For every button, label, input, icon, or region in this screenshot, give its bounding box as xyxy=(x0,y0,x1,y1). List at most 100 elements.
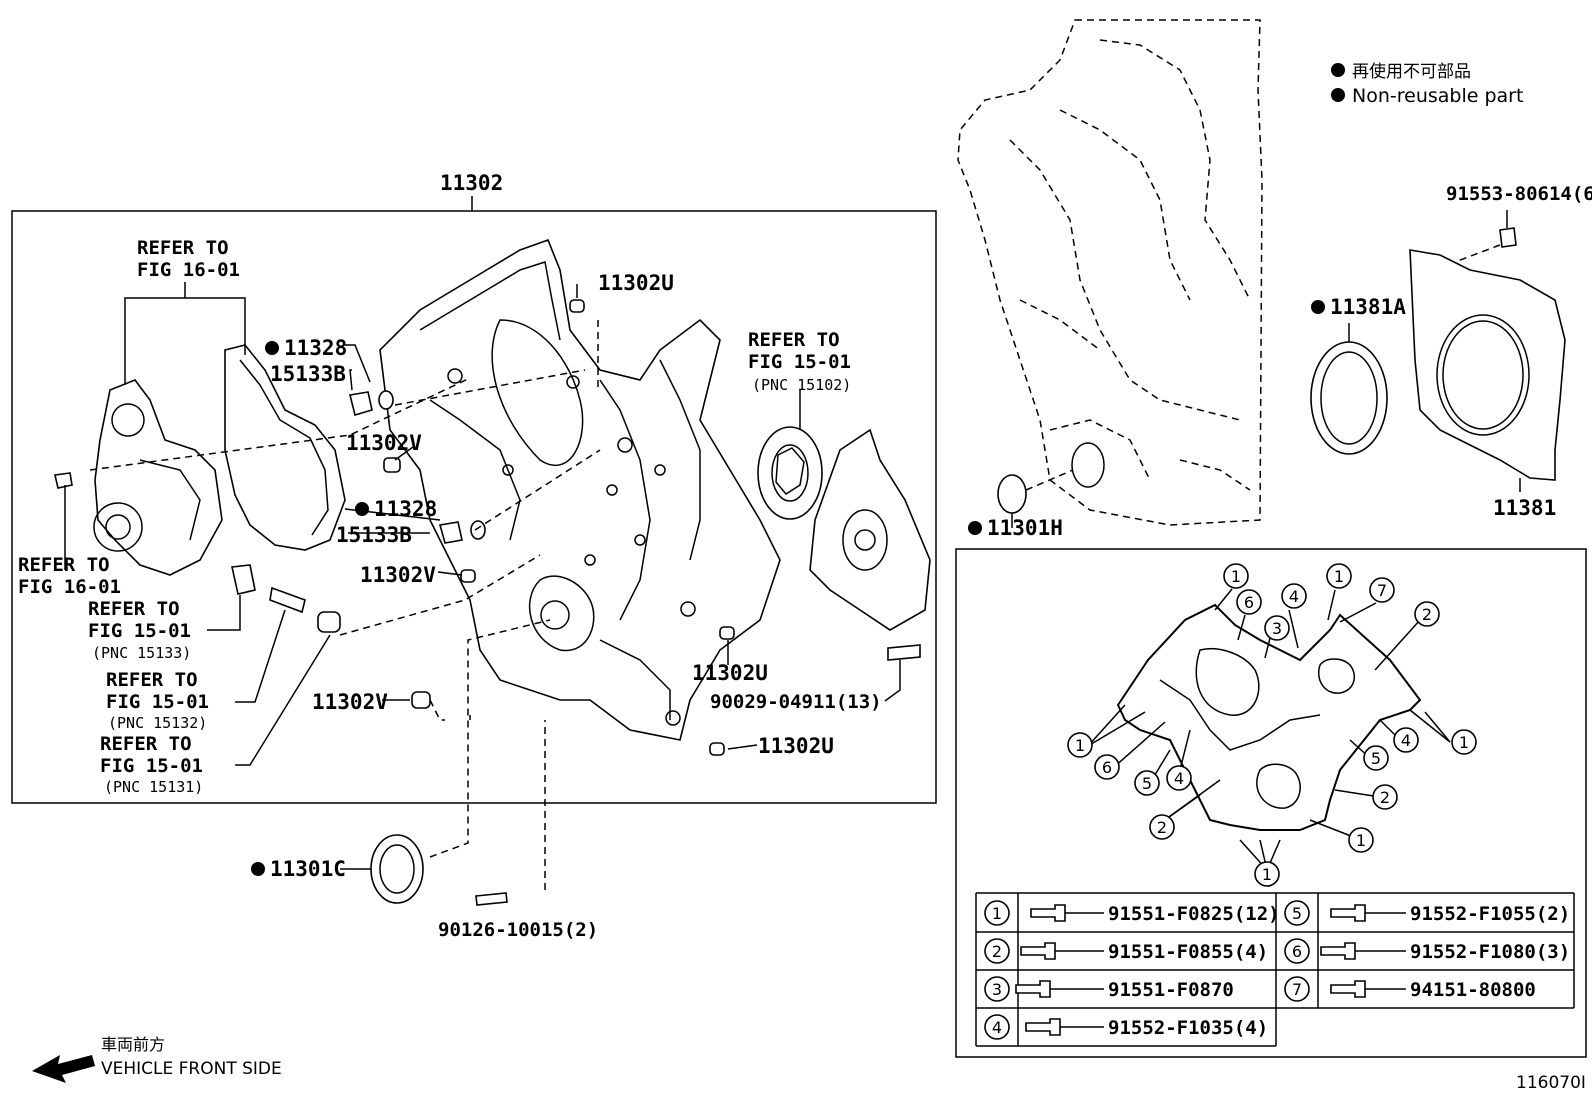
part-label: 11302U xyxy=(692,661,768,685)
callout-4: 4 xyxy=(1281,583,1307,609)
part-label: 11328 xyxy=(374,497,437,521)
part-label: 11302V xyxy=(346,431,422,455)
refer-label: FIG 15-01 xyxy=(100,755,203,777)
refer-label: REFER TO xyxy=(18,554,110,576)
refer-label: REFER TO xyxy=(748,329,840,351)
svg-text:1: 1 xyxy=(1231,567,1241,586)
bolt-part-number: 91551-F0855(4) xyxy=(1108,941,1268,963)
bolt-number: 2 xyxy=(992,942,1002,961)
callout-5: 5 xyxy=(1363,745,1389,771)
bolt-part-number: 91552-F1080(3) xyxy=(1410,941,1570,963)
lower-parts: 11301C 90126-10015(2) xyxy=(251,834,598,941)
pnc-label: (PNC 15102) xyxy=(752,376,851,394)
bolt-row-6: 6 91552-F1080(3) xyxy=(1284,938,1570,964)
part-label: 11381 xyxy=(1493,496,1556,520)
bolt-number-circle xyxy=(1284,976,1310,1002)
bolt-number: 3 xyxy=(992,980,1002,999)
svg-text:2: 2 xyxy=(1157,818,1167,837)
refer-label: REFER TO xyxy=(88,598,180,620)
bolt-number-circle xyxy=(984,976,1010,1002)
non-reusable-dot-icon xyxy=(1331,88,1345,102)
small-parts xyxy=(54,299,921,756)
callout-circles: 1 6 3 4 1 7 2 1 1 4 5 6 5 4 2 2 1 1 xyxy=(1067,563,1477,887)
part-label: 11302U xyxy=(598,271,674,295)
bolt-table xyxy=(975,892,1575,1047)
callout-1: 1 xyxy=(1254,861,1280,887)
callout-6: 6 xyxy=(1094,754,1120,780)
part-label: 11301H xyxy=(987,516,1063,540)
oil-pump-drawing xyxy=(757,426,823,520)
non-reusable-dot-icon xyxy=(355,502,369,516)
bolt-icon xyxy=(1330,904,1366,922)
callout-1: 1 xyxy=(1223,563,1249,589)
part-label: 15133B xyxy=(270,362,346,386)
bolt-icon xyxy=(1330,980,1366,998)
bolt-row-3: 3 91551-F0870 xyxy=(984,976,1234,1002)
bolt-part-number: 91551-F0870 xyxy=(1108,979,1234,1001)
bolt-part-number: 94151-80800 xyxy=(1410,979,1536,1001)
svg-text:4: 4 xyxy=(1174,769,1184,788)
bolt-number: 5 xyxy=(1292,904,1302,923)
callout-3: 3 xyxy=(1264,615,1290,641)
engine-block-drawing: 11301H xyxy=(957,19,1263,540)
part-label: 11302V xyxy=(312,690,388,714)
svg-text:6: 6 xyxy=(1244,593,1254,612)
svg-text:5: 5 xyxy=(1371,749,1381,768)
callout-4: 4 xyxy=(1393,727,1419,753)
svg-text:3: 3 xyxy=(1272,619,1282,638)
part-label: 91553-80614(6) xyxy=(1446,183,1592,205)
legend: 再使用不可部品 Non-reusable part xyxy=(1331,61,1523,107)
non-reusable-dot-icon xyxy=(265,341,279,355)
bolt-icon xyxy=(1015,980,1051,998)
callout-2: 2 xyxy=(1414,601,1440,627)
svg-text:1: 1 xyxy=(1459,733,1469,752)
callout-2: 2 xyxy=(1149,814,1175,840)
pnc-label: (PNC 15133) xyxy=(92,644,191,662)
part-label: 11302V xyxy=(360,563,436,587)
svg-text:1: 1 xyxy=(1262,865,1272,884)
bolt-row-7: 7 94151-80800 xyxy=(1284,976,1536,1002)
front-label-jp: 車両前方 xyxy=(101,1035,165,1054)
callout-6: 6 xyxy=(1236,589,1262,615)
part-label: 11381A xyxy=(1330,295,1406,319)
bolt-number-circle xyxy=(984,900,1010,926)
non-reusable-dot-icon xyxy=(251,862,265,876)
svg-text:1: 1 xyxy=(1075,736,1085,755)
bolt-number: 6 xyxy=(1292,942,1302,961)
refer-label: FIG 15-01 xyxy=(748,351,851,373)
main-assembly: 11302 xyxy=(11,171,937,890)
part-label: 15133B xyxy=(336,523,412,547)
refer-label: REFER TO xyxy=(100,733,192,755)
non-reusable-dot-icon xyxy=(1331,63,1345,77)
bolt-part-number: 91552-F1035(4) xyxy=(1108,1017,1268,1039)
svg-text:4: 4 xyxy=(1401,731,1411,750)
bolt-number-circle xyxy=(984,1014,1010,1040)
callout-7: 7 xyxy=(1369,577,1395,603)
pnc-label: (PNC 15132) xyxy=(108,714,207,732)
part-label: 11328 xyxy=(284,336,347,360)
svg-text:5: 5 xyxy=(1142,774,1152,793)
bolt-icon xyxy=(1030,904,1066,922)
part-label: 11302U xyxy=(758,734,834,758)
callout-4: 4 xyxy=(1166,765,1192,791)
callout-1: 1 xyxy=(1348,827,1374,853)
svg-text:6: 6 xyxy=(1102,758,1112,777)
non-reusable-dot-icon xyxy=(1311,300,1325,314)
pnc-label: (PNC 15131) xyxy=(104,778,203,796)
refer-label: FIG 15-01 xyxy=(88,620,191,642)
vehicle-front-indicator: 車両前方 VEHICLE FRONT SIDE xyxy=(32,1035,282,1083)
bolt-icon xyxy=(1320,942,1356,960)
front-arrow-icon xyxy=(32,1055,95,1083)
part-label: 90029-04911(13) xyxy=(710,691,882,713)
assembly-number: 11302 xyxy=(440,171,503,195)
bolt-number: 7 xyxy=(1292,980,1302,999)
water-pump-drawing xyxy=(93,344,346,576)
bolt-number-circle xyxy=(1284,900,1310,926)
svg-text:1: 1 xyxy=(1356,831,1366,850)
bolt-row-2: 2 91551-F0855(4) xyxy=(984,938,1268,964)
legend-jp: 再使用不可部品 xyxy=(1352,61,1471,82)
oil-pump-cover-drawing xyxy=(809,428,931,631)
